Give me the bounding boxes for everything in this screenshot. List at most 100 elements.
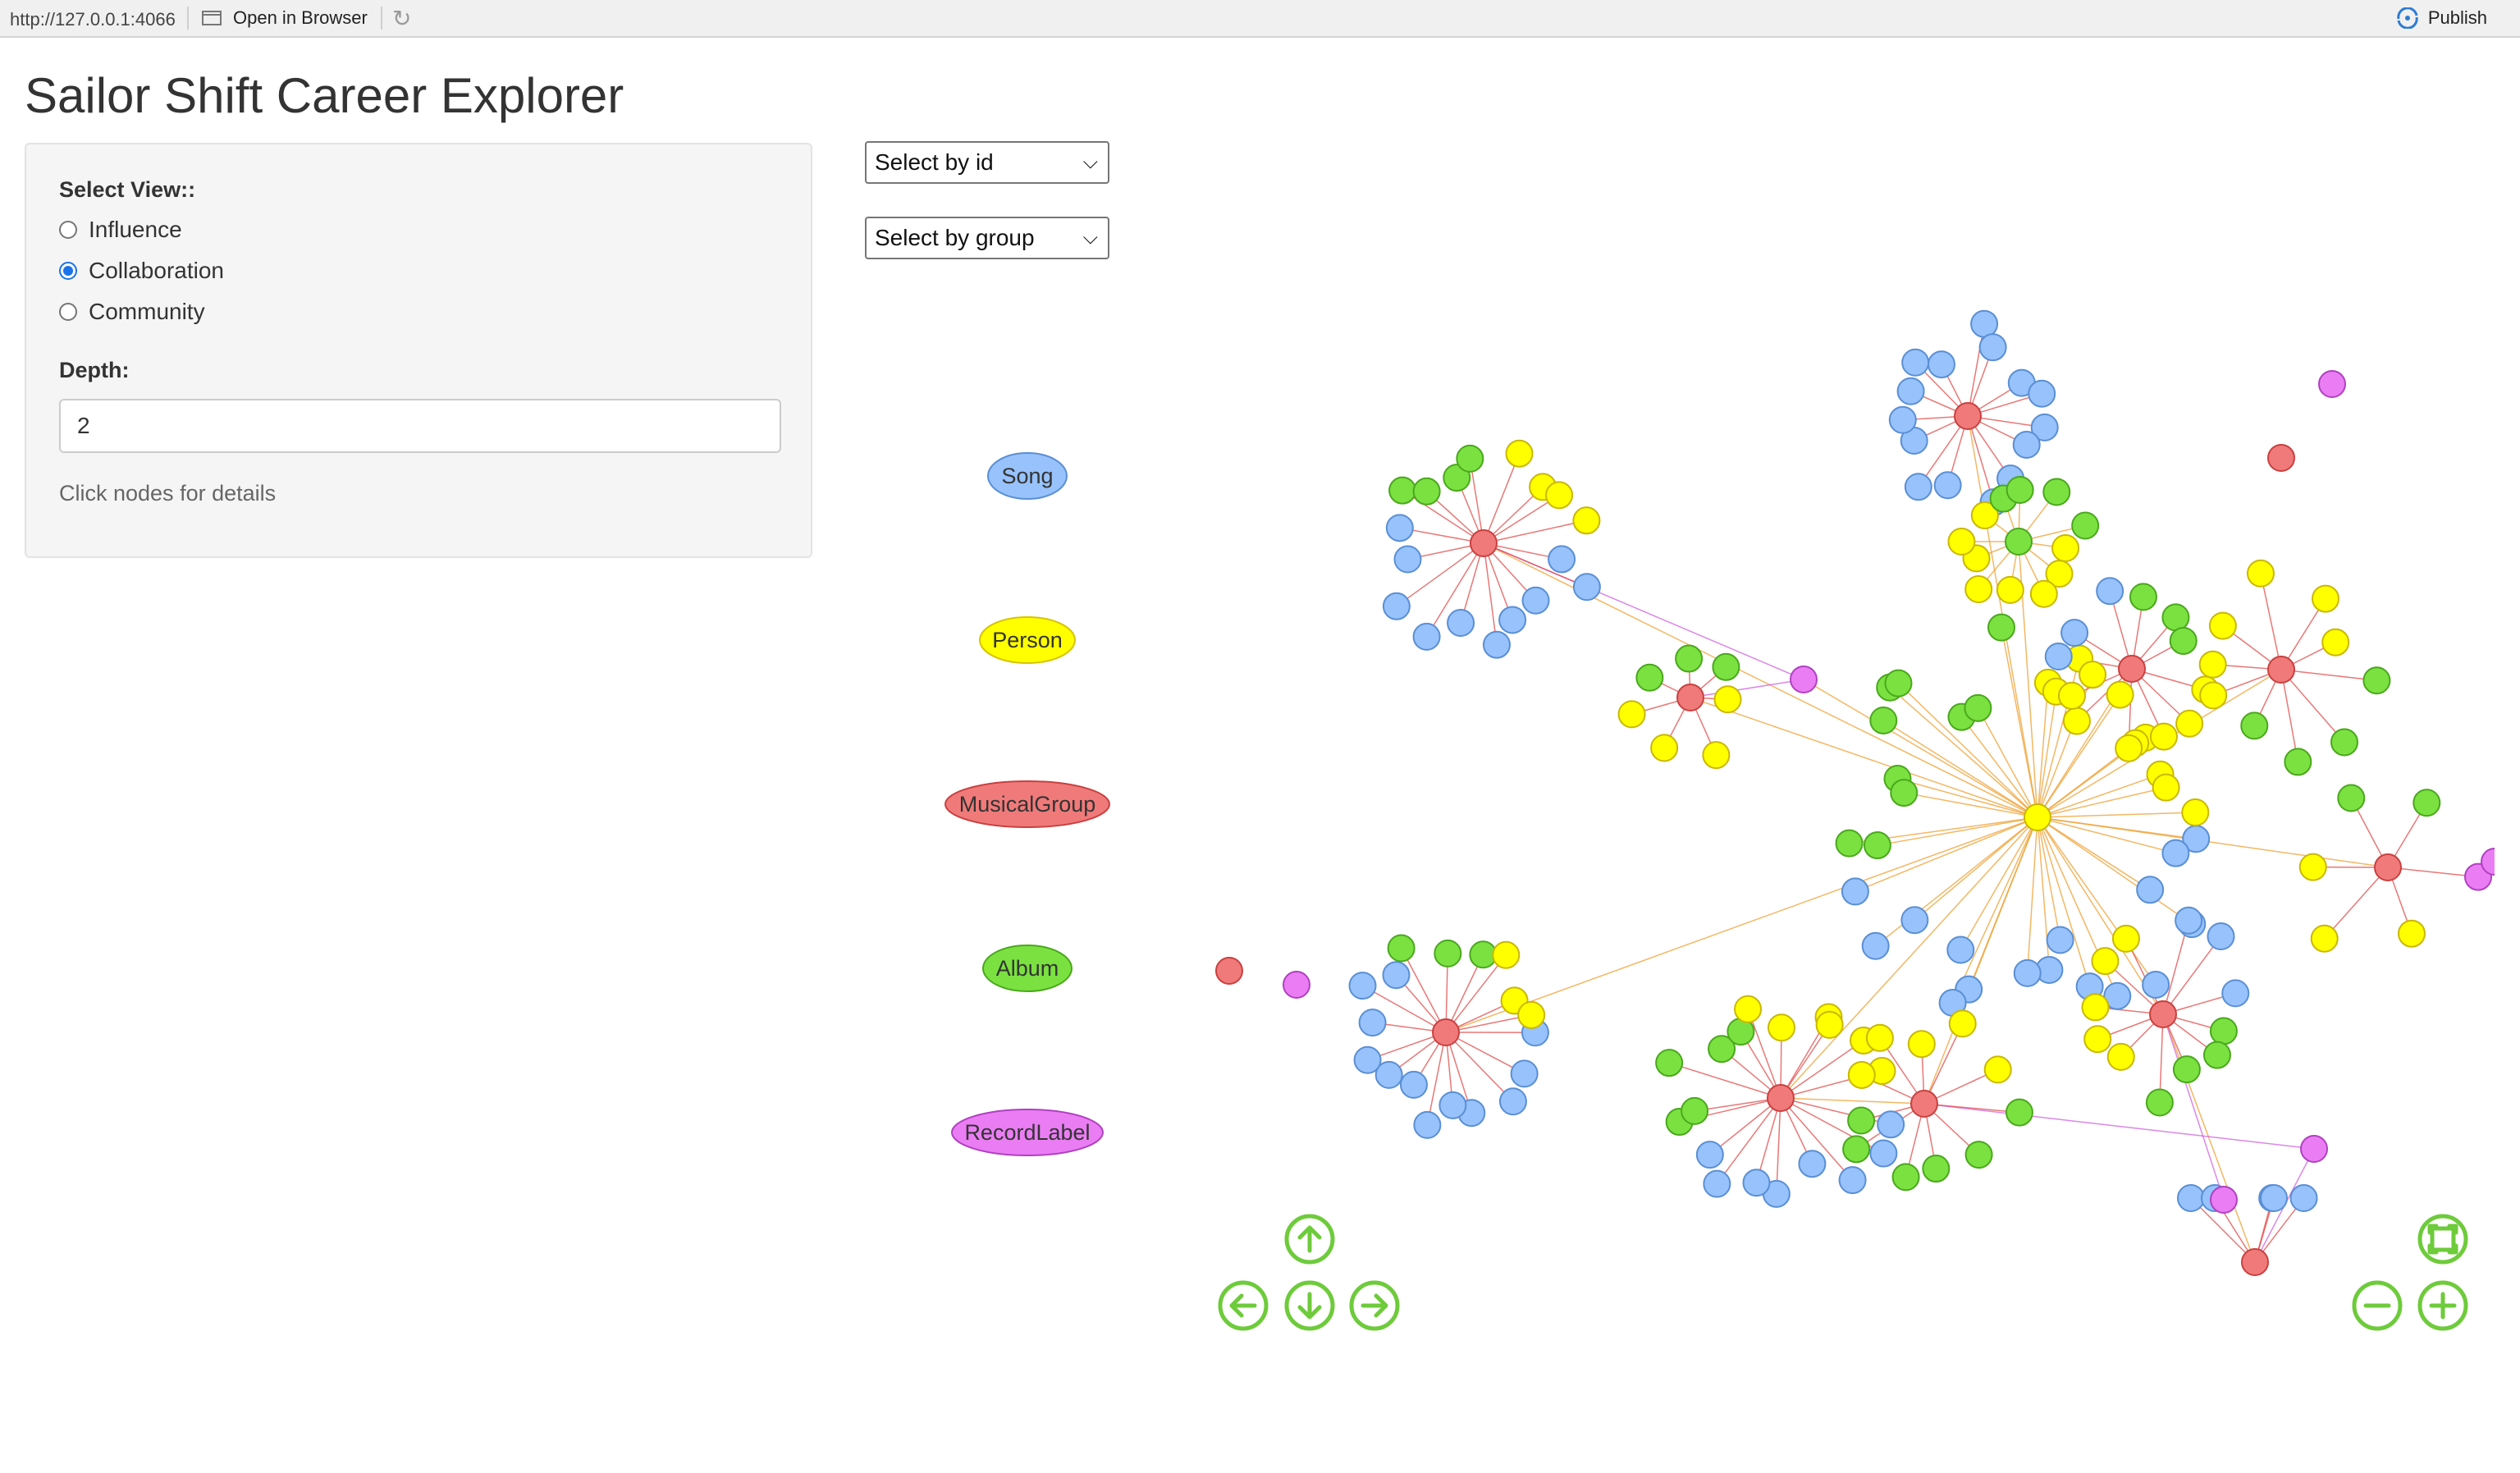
album-node[interactable]	[1456, 444, 1484, 473]
person-node[interactable]	[1948, 1009, 1977, 1038]
song-node[interactable]	[1742, 1169, 1771, 1197]
person-node[interactable]	[2091, 947, 2120, 976]
album-node[interactable]	[1847, 1106, 1876, 1135]
person-node[interactable]	[1815, 1010, 1844, 1039]
song-node[interactable]	[2207, 922, 2235, 950]
album-node[interactable]	[1655, 1049, 1684, 1077]
person-node[interactable]	[2152, 773, 2180, 802]
song-node[interactable]	[2260, 1184, 2289, 1212]
album-node[interactable]	[2240, 711, 2269, 740]
refresh-icon[interactable]: ↻	[392, 6, 412, 31]
song-node[interactable]	[2028, 379, 2056, 408]
person-node[interactable]	[2208, 611, 2237, 640]
album-node[interactable]	[1388, 476, 1417, 505]
album-node[interactable]	[2071, 511, 2100, 540]
song-node[interactable]	[2103, 981, 2132, 1010]
network-nodes[interactable]	[1215, 309, 2495, 1276]
person-node[interactable]	[2051, 533, 2080, 562]
musicalgroup-node[interactable]	[1910, 1090, 1938, 1118]
album-node[interactable]	[1842, 1135, 1871, 1164]
album-node[interactable]	[2413, 789, 2441, 817]
recordlabel-node[interactable]	[1283, 971, 1310, 999]
person-node[interactable]	[2397, 919, 2426, 948]
musicalgroup-node[interactable]	[2149, 1000, 2177, 1028]
recordlabel-node[interactable]	[1790, 666, 1818, 693]
person-node[interactable]	[1907, 1030, 1936, 1059]
nav-up-button[interactable]	[1284, 1214, 1335, 1265]
zoom-fit-button[interactable]	[2417, 1214, 2468, 1265]
album-node[interactable]	[1891, 1163, 1920, 1192]
album-node[interactable]	[1387, 934, 1415, 963]
song-node[interactable]	[1888, 405, 1917, 434]
album-node[interactable]	[1987, 613, 2016, 642]
song-node[interactable]	[2013, 958, 2042, 987]
open-in-browser-button[interactable]: Open in Browser	[200, 7, 368, 29]
person-node[interactable]	[2312, 584, 2340, 613]
person-node[interactable]	[1572, 506, 1601, 535]
musicalgroup-node[interactable]	[1215, 957, 1243, 985]
person-node[interactable]	[2321, 628, 2350, 656]
album-node[interactable]	[2042, 478, 2071, 506]
person-node[interactable]	[1970, 501, 1999, 529]
song-node[interactable]	[1896, 377, 1925, 405]
song-node[interactable]	[2221, 979, 2250, 1008]
radio-collaboration[interactable]: Collaboration	[59, 258, 224, 284]
musicalgroup-node[interactable]	[1676, 684, 1704, 711]
select-by-group[interactable]: Select by group ⌵	[865, 217, 1109, 259]
person-node[interactable]	[1847, 1060, 1876, 1089]
person-node[interactable]	[2057, 681, 2086, 710]
person-node[interactable]	[1545, 481, 1574, 510]
musicalgroup-node[interactable]	[2267, 444, 2295, 472]
song-node[interactable]	[2012, 430, 2041, 459]
album-node[interactable]	[2129, 583, 2157, 611]
musicalgroup-node[interactable]	[1432, 1018, 1460, 1046]
person-node[interactable]	[1964, 574, 1993, 603]
nav-left-button[interactable]	[1218, 1280, 1269, 1331]
song-node[interactable]	[1412, 622, 1441, 651]
person-node[interactable]	[1713, 685, 1742, 714]
recordlabel-node[interactable]	[2300, 1135, 2328, 1163]
person-node[interactable]	[1983, 1055, 2012, 1084]
song-node[interactable]	[1904, 473, 1932, 501]
song-node[interactable]	[1498, 1087, 1527, 1116]
recordlabel-node[interactable]	[2481, 848, 2495, 876]
person-node[interactable]	[2310, 924, 2339, 953]
album-node[interactable]	[2202, 1041, 2231, 1069]
song-node[interactable]	[1521, 586, 1550, 615]
song-node[interactable]	[1838, 1166, 1867, 1195]
legend-item-musicalgroup[interactable]: MusicalGroup	[944, 780, 1110, 828]
song-node[interactable]	[2046, 926, 2074, 954]
album-node[interactable]	[1890, 779, 1919, 807]
person-node[interactable]	[2045, 560, 2074, 588]
musicalgroup-node[interactable]	[1954, 402, 1982, 430]
album-node[interactable]	[1922, 1155, 1951, 1183]
song-node[interactable]	[2030, 413, 2059, 441]
song-node[interactable]	[2142, 970, 2170, 999]
song-node[interactable]	[1353, 1045, 1382, 1074]
person-node[interactable]	[2199, 681, 2228, 710]
album-node[interactable]	[1443, 464, 1471, 492]
album-node[interactable]	[1884, 669, 1913, 698]
album-node[interactable]	[2005, 476, 2034, 505]
song-node[interactable]	[2176, 1184, 2205, 1212]
song-node[interactable]	[1374, 1060, 1403, 1089]
song-node[interactable]	[2289, 1184, 2318, 1212]
song-node[interactable]	[1946, 935, 1975, 964]
album-node[interactable]	[1869, 707, 1898, 735]
radio-circle[interactable]	[59, 262, 77, 280]
zoom-out-button[interactable]	[2352, 1280, 2403, 1331]
song-node[interactable]	[2136, 876, 2165, 904]
person-node[interactable]	[1734, 995, 1763, 1023]
album-node[interactable]	[2172, 1055, 2201, 1084]
song-node[interactable]	[1438, 1091, 1467, 1119]
song-node[interactable]	[1798, 1150, 1827, 1178]
album-node[interactable]	[2169, 626, 2198, 655]
album-node[interactable]	[2005, 1098, 2033, 1127]
album-node[interactable]	[1681, 1096, 1709, 1125]
radio-influence[interactable]: Influence	[59, 217, 182, 243]
person-node[interactable]	[2106, 1042, 2135, 1071]
album-node[interactable]	[1675, 644, 1704, 673]
song-node[interactable]	[1413, 1110, 1442, 1139]
publish-button[interactable]: Publish	[2395, 7, 2487, 29]
person-node[interactable]	[1702, 741, 1731, 770]
